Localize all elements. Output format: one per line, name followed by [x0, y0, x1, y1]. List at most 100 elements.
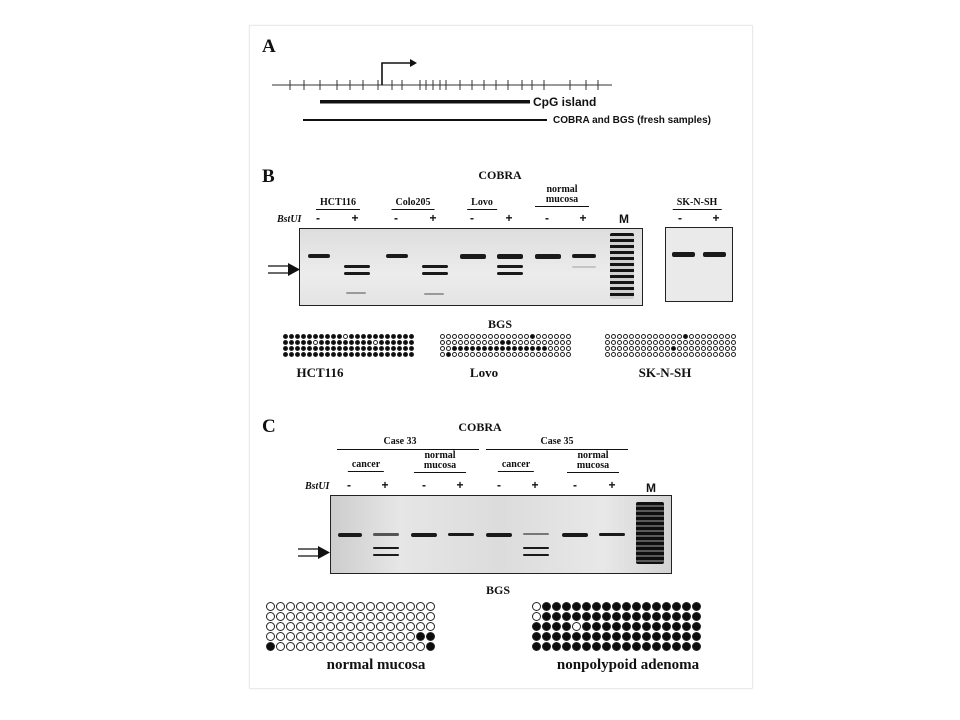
cpg-site-dot — [316, 612, 325, 621]
cpg-site-dot — [355, 340, 360, 345]
cpg-site-dot — [452, 346, 457, 351]
cpg-site-dot — [379, 334, 384, 339]
cpg-site-dot — [286, 612, 295, 621]
bgs-label-normal-mucosa: normal mucosa — [326, 657, 426, 673]
cpg-site-dot — [367, 340, 372, 345]
cpg-site-dot — [612, 602, 621, 611]
cpg-site-dot — [554, 340, 559, 345]
cpg-site-dot — [612, 632, 621, 641]
cpg-site-dot — [582, 642, 591, 651]
cpg-site-dot — [532, 602, 541, 611]
cpg-site-dot — [719, 340, 724, 345]
cpg-site-dot — [289, 346, 294, 351]
cpg-site-dot — [403, 334, 408, 339]
cpg-site-dot — [611, 334, 616, 339]
cpg-site-dot — [379, 346, 384, 351]
cpg-site-dot — [286, 642, 295, 651]
panel-b-enzyme-label: BstUI — [277, 214, 302, 225]
cpg-site-dot — [647, 352, 652, 357]
cpg-site-dot — [692, 612, 701, 621]
cpg-site-dot — [506, 334, 511, 339]
cpg-site-dot — [470, 340, 475, 345]
figure-page — [250, 26, 752, 688]
cpg-site-dot — [379, 340, 384, 345]
cpg-site-dot — [532, 642, 541, 651]
cpg-site-dot — [476, 352, 481, 357]
cpg-site-dot — [612, 612, 621, 621]
cpg-site-dot — [346, 632, 355, 641]
cpg-site-dot — [632, 602, 641, 611]
cpg-site-dot — [572, 632, 581, 641]
b-lane7-minus: - — [545, 211, 549, 225]
cpg-site-dot — [592, 612, 601, 621]
cpg-site-dot — [554, 352, 559, 357]
cpg-site-dot — [713, 352, 718, 357]
cpg-site-dot — [494, 334, 499, 339]
cpg-site-dot — [689, 334, 694, 339]
cpg-site-dot — [361, 352, 366, 357]
cpg-site-dot — [524, 334, 529, 339]
cpg-site-dot — [266, 632, 275, 641]
cpg-site-dot — [701, 340, 706, 345]
cpg-site-dot — [464, 334, 469, 339]
gel-b-sknsh — [665, 227, 733, 302]
cpg-site-dot — [683, 346, 688, 351]
c-sub-cancer-35: cancer — [497, 460, 535, 472]
cpg-site-dot — [506, 352, 511, 357]
cpg-site-dot — [682, 622, 691, 631]
cpg-site-dot — [632, 612, 641, 621]
cpg-site-dot — [542, 340, 547, 345]
cpg-site-dot — [677, 340, 682, 345]
cpg-site-dot — [671, 340, 676, 345]
cpg-site-dot — [482, 340, 487, 345]
cpg-site-dot — [602, 612, 611, 621]
cpg-site-dot — [622, 632, 631, 641]
cpg-site-dot — [276, 602, 285, 611]
cpg-site-dot — [301, 346, 306, 351]
cpg-site-dot — [376, 602, 385, 611]
cpg-site-dot — [707, 352, 712, 357]
cpg-site-dot — [391, 340, 396, 345]
cpg-site-dot — [731, 334, 736, 339]
cpg-site-dot — [642, 612, 651, 621]
c-lane4-plus: + — [456, 478, 464, 492]
cpg-site-dot — [695, 340, 700, 345]
cpg-site-dot — [500, 340, 505, 345]
cpg-site-dot — [446, 340, 451, 345]
bgs-label-sknsh: SK-N-SH — [638, 365, 692, 380]
cpg-site-dot — [518, 352, 523, 357]
cpg-site-dot — [325, 340, 330, 345]
cpg-site-dot — [683, 352, 688, 357]
cpg-site-dot — [713, 346, 718, 351]
sample-colo205: Colo205 — [391, 198, 435, 210]
cpg-site-dot — [476, 334, 481, 339]
cpg-site-dot — [641, 352, 646, 357]
cpg-site-dot — [582, 602, 591, 611]
cpg-site-dot — [403, 340, 408, 345]
cpg-site-dot — [326, 642, 335, 651]
cpg-site-dot — [635, 346, 640, 351]
cpg-site-dot — [470, 346, 475, 351]
cpg-site-dot — [426, 612, 435, 621]
cpg-site-dot — [403, 346, 408, 351]
b-lane6-plus: + — [505, 211, 513, 225]
cpg-site-dot — [692, 632, 701, 641]
cpg-site-dot — [373, 340, 378, 345]
cpg-site-dot — [336, 612, 345, 621]
cpg-site-dot — [440, 352, 445, 357]
cpg-site-dot — [542, 632, 551, 641]
cpg-site-dot — [536, 352, 541, 357]
cpg-site-dot — [367, 352, 372, 357]
cpg-site-dot — [296, 632, 305, 641]
cpg-site-dot — [386, 602, 395, 611]
cpg-site-dot — [695, 346, 700, 351]
b-lane2-plus: + — [351, 211, 359, 225]
cpg-site-dot — [266, 612, 275, 621]
cpg-site-dot — [349, 352, 354, 357]
cpg-site-dot — [629, 352, 634, 357]
cpg-site-dot — [560, 334, 565, 339]
cpg-site-dot — [406, 622, 415, 631]
cpg-site-dot — [331, 340, 336, 345]
gel-b-main — [299, 228, 643, 306]
cpg-site-dot — [605, 340, 610, 345]
